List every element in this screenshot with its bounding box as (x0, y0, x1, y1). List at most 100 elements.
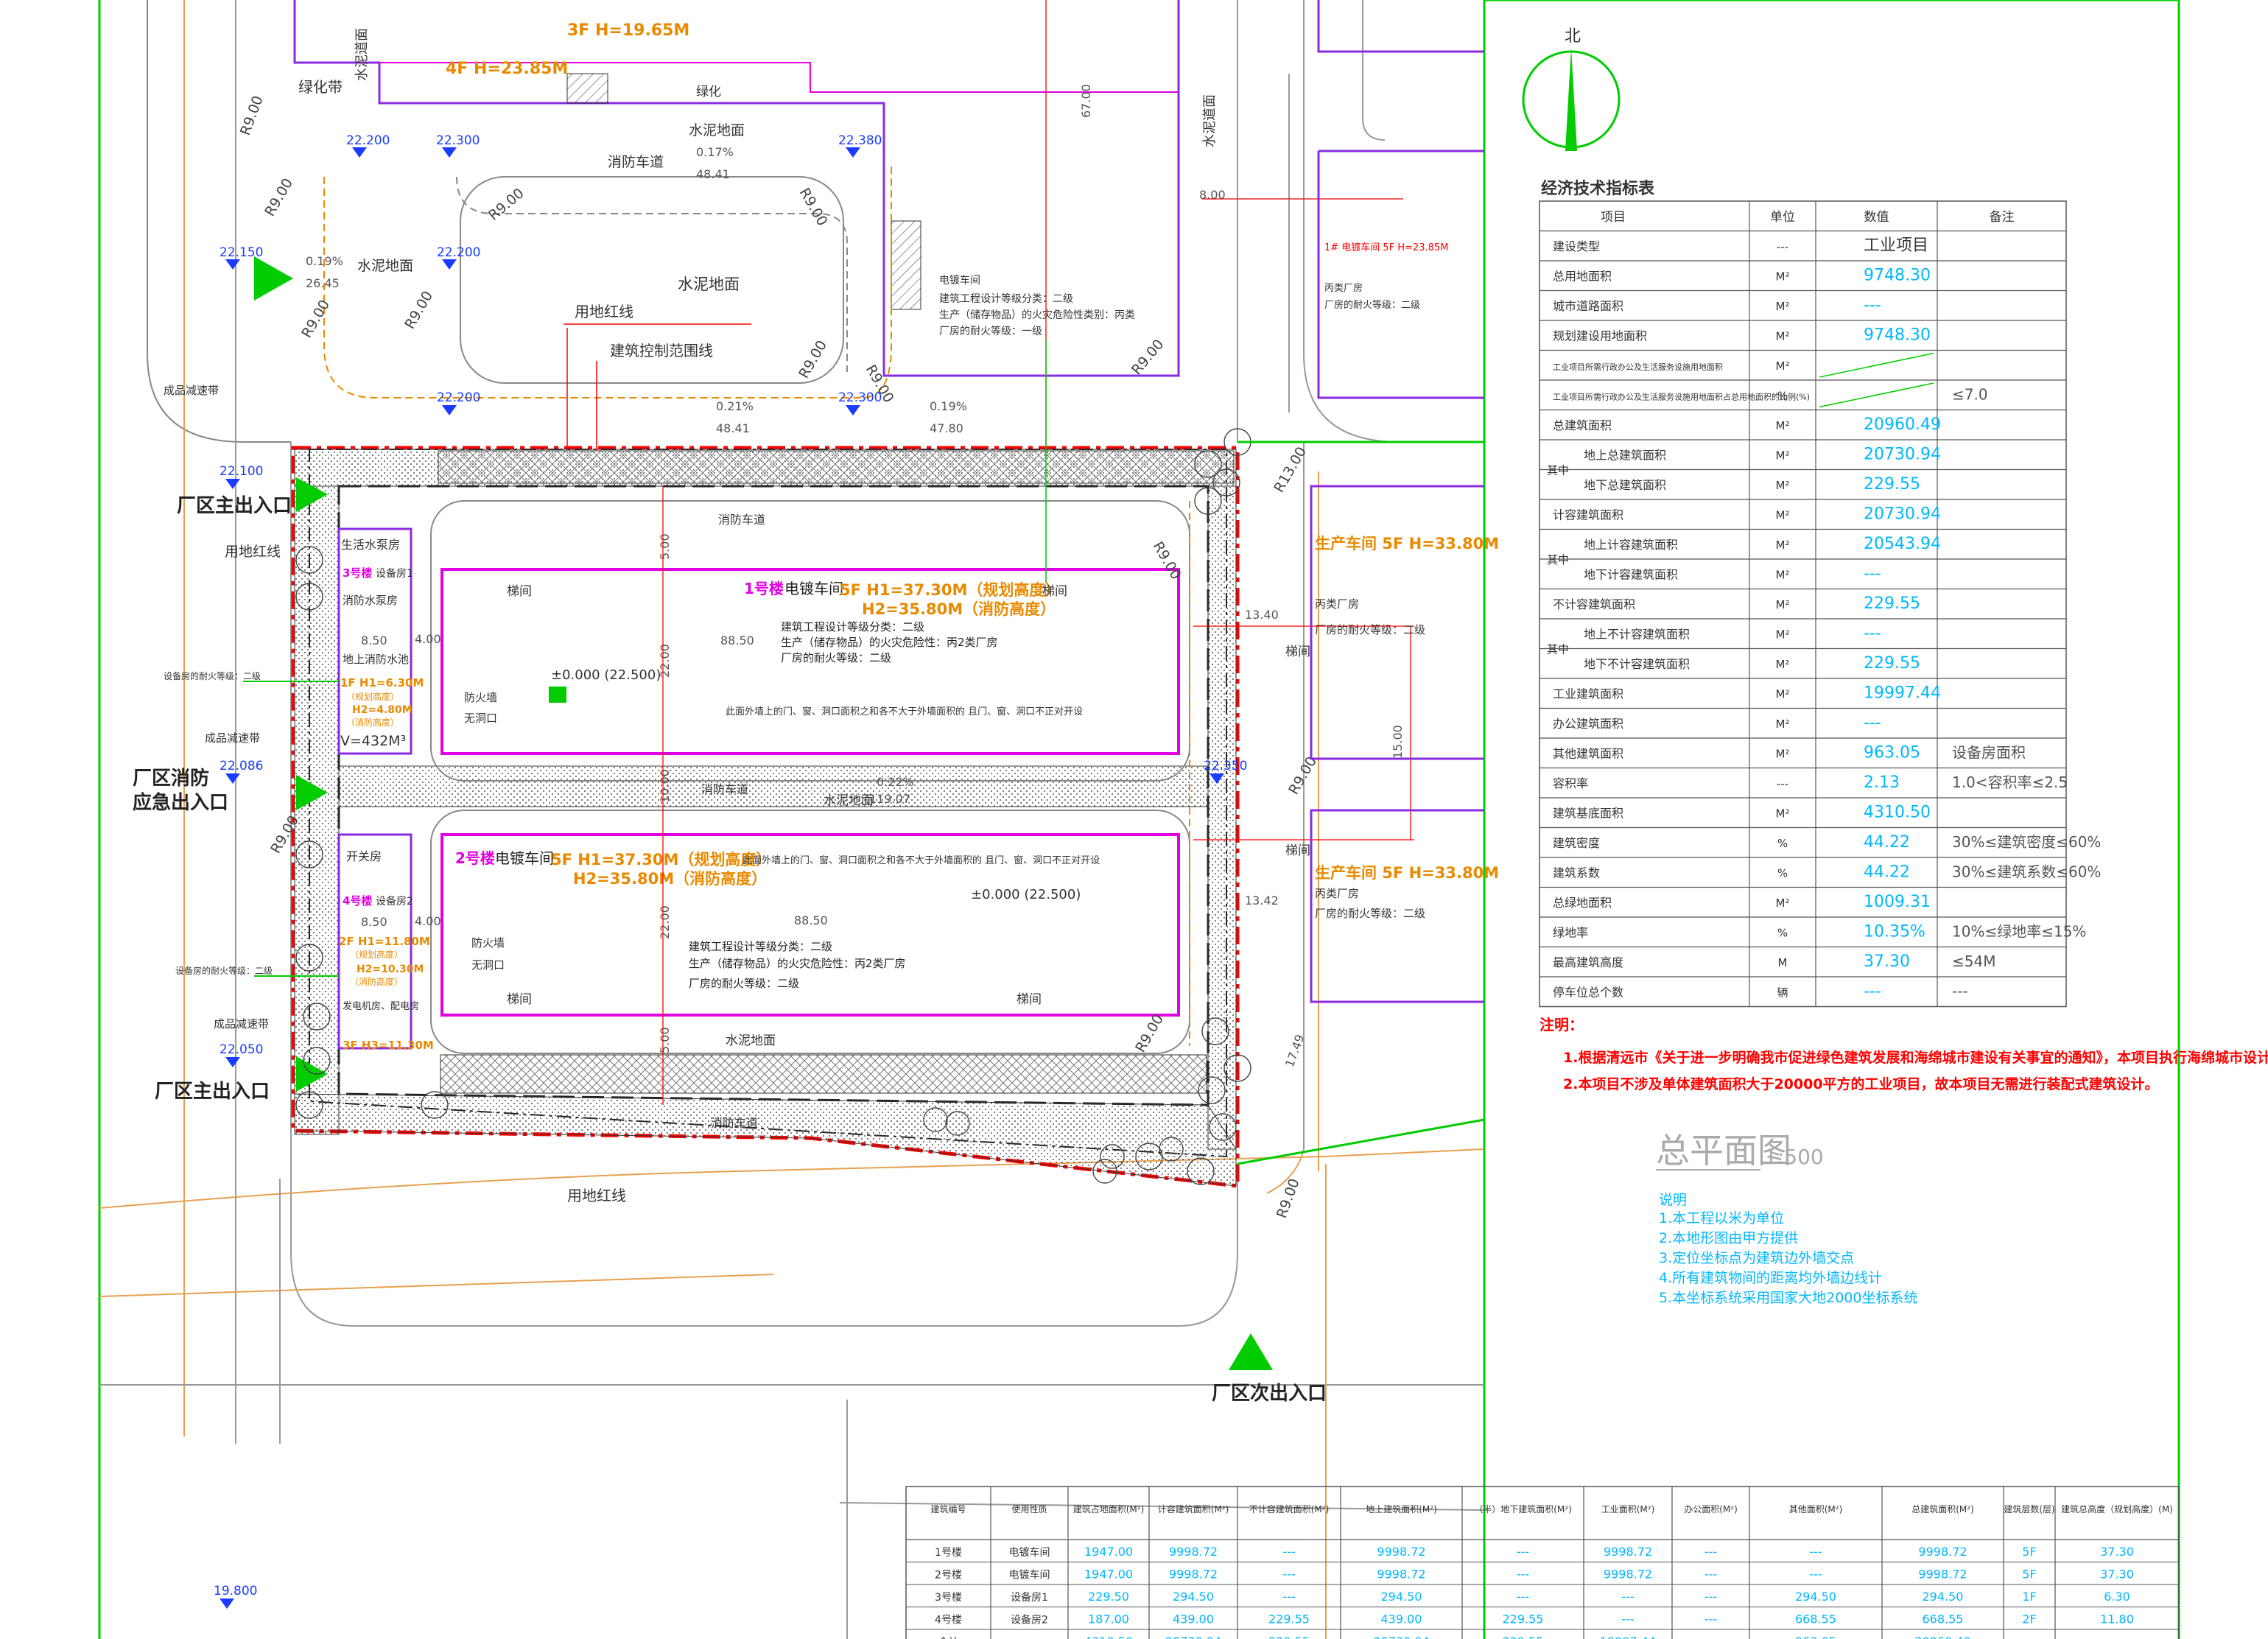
dim-500-b: 5.00 (658, 1027, 672, 1053)
econ-item: 地上总建筑面积 (1584, 448, 1666, 462)
bottom-cell: 19997.44 (1600, 1635, 1656, 1639)
bottom-cell: --- (1704, 1568, 1717, 1582)
dim-2200-a: 22.00 (658, 644, 672, 678)
bottom-cell: --- (1517, 1545, 1529, 1559)
cement-ground-3: 水泥地面 (357, 258, 413, 274)
econ-value: --- (1864, 564, 1881, 583)
radius-3: R9.00 (298, 297, 333, 340)
north-factory-notes-2: 建筑工程设计等级分类：二级 (939, 292, 1073, 305)
econ-unit: M² (1776, 568, 1790, 581)
building-4-height-1b: （规划高度） (350, 949, 403, 960)
dim-8850-a: 88.50 (720, 634, 754, 647)
econ-header-0: 项目 (1601, 210, 1626, 225)
econ-header-1: 单位 (1770, 210, 1795, 225)
econ-group: 其中 (1547, 553, 1569, 566)
econ-value: 4310.50 (1864, 803, 1931, 821)
econ-item: 其他建筑面积 (1553, 746, 1623, 760)
sheet-frame (98, 0, 2180, 1639)
econ-item: 工业建筑面积 (1553, 687, 1623, 701)
building-3-height-1b: （规划高度） (346, 691, 399, 702)
bottom-cell: --- (2023, 1635, 2035, 1639)
bottom-cell: 668.55 (1795, 1612, 1836, 1626)
green-belt-label: 绿化带 (298, 78, 343, 96)
north-factory-l2: 厂房的耐火等级：二级 (1324, 299, 1420, 311)
econ-value: 19997.44 (1864, 684, 1941, 702)
radius-9: R9.00 (1128, 337, 1168, 379)
bottom-cell: 1947.00 (1084, 1568, 1133, 1582)
bottom-cell: 9998.72 (1169, 1545, 1218, 1559)
slope-ramp-2: 成品减速带 (205, 731, 260, 745)
site-labels: 水泥地面 水泥地面 水泥地面 水泥地面 水泥地面 消防车道 消防车道 消防车道 … (164, 94, 1218, 1204)
econ-value: 229.55 (1864, 594, 1920, 613)
pump-room-label: 生活水泵房 (341, 538, 400, 552)
econ-note: ≤7.0 (1952, 385, 1988, 403)
bottom-cell: 4310.50 (1084, 1635, 1133, 1639)
bottom-cell: 294.50 (1795, 1590, 1836, 1604)
bottom-cell: 6.30 (2104, 1590, 2130, 1604)
building-1-tag: 1号楼 (744, 580, 784, 597)
radius-2: R9.00 (261, 175, 296, 219)
east2-l1: 丙类厂房 (1315, 887, 1359, 900)
econ-header-2: 数值 (1864, 210, 1889, 225)
econ-value: 9748.30 (1864, 266, 1931, 284)
dim-400-b: 4.00 (415, 914, 441, 928)
fire-entrance-label-2: 应急出入口 (133, 791, 228, 814)
econ-value: --- (1864, 296, 1881, 315)
note-1: 1.根据清远市《关于进一步明确我市促进绿色建筑发展和海绵城市建设有关事宜的通知》… (1563, 1049, 2268, 1066)
econ-unit: --- (1777, 240, 1788, 253)
building-4-height-2: H2=10.30M (357, 964, 424, 975)
bottom-cell: --- (1621, 1590, 1634, 1604)
dim-800: 8.00 (1199, 188, 1226, 202)
cement-ground-4: 水泥地面 (824, 793, 874, 808)
dim-4780: 47.80 (930, 421, 963, 435)
elev-22380: 22.380 (838, 133, 882, 148)
econ-unit: M² (1776, 628, 1790, 641)
econ-value: 20960.49 (1864, 415, 1941, 434)
radius-1: R9.00 (237, 94, 267, 138)
east1-stair: 梯间 (1285, 645, 1310, 659)
elev-22200-a: 22.200 (346, 133, 390, 148)
bottom-cell: --- (1517, 1568, 1529, 1582)
building-1-elevation: ±0.000 (22.500) (551, 667, 661, 683)
econ-item: 地上计容建筑面积 (1584, 538, 1678, 552)
slope-021: 0.21% (716, 399, 754, 413)
north-factory-notes-1: 电镀车间 (939, 274, 980, 287)
switch-room-label: 开关房 (346, 849, 382, 863)
fire-lane-1: 消防车道 (608, 154, 664, 170)
dim-1342: 13.42 (1245, 894, 1279, 908)
bottom-header-2: 建筑占地面积(M²) (1073, 1503, 1145, 1515)
main-entrance-top-label: 厂区主出入口 (177, 495, 292, 517)
building-3-fire-level: 设备房的耐火等级：二级 (164, 670, 261, 681)
econ-unit: M² (1776, 538, 1790, 552)
radius-12: R9.00 (1132, 1011, 1167, 1055)
econ-unit: % (1777, 389, 1788, 402)
elev-22200-c: 22.200 (437, 390, 480, 405)
bottom-header-3: 计容建筑面积(M²) (1158, 1503, 1229, 1515)
bottom-cell: --- (1809, 1545, 1822, 1559)
redline-label-3: 用地红线 (567, 1187, 626, 1204)
fire-lane-4: 消防车道 (711, 1116, 758, 1130)
building-2-height-2: H2=35.80M（消防高度） (573, 870, 767, 888)
elevation-marks: 22.200 22.300 22.380 22.150 22.200 22.20… (214, 133, 1247, 1598)
remark-item: 5.本坐标系统采用国家大地2000坐标系统 (1659, 1290, 1917, 1306)
remarks-title: 说明 (1659, 1192, 1687, 1208)
elevation-triangles (220, 147, 1224, 1609)
bottom-header-7: 工业面积(M²) (1601, 1504, 1655, 1515)
building-3-height-1: 1F H1=6.30M (340, 676, 424, 689)
radius-6: R9.00 (796, 186, 831, 229)
building-1-wall-note: 此面外墙上的门、窗、洞口面积之和各不大于外墙面积的 且门、窗、洞口不正对开设 (726, 706, 1083, 717)
bottom-cell: 229.50 (1088, 1590, 1129, 1604)
econ-value: 37.30 (1864, 952, 1910, 971)
north-factory-title: 1# 电镀车间 5F H=23.85M (1324, 242, 1448, 253)
fire-lane-3: 消防车道 (718, 513, 765, 527)
dim-1340: 13.40 (1245, 608, 1279, 622)
econ-item: 停车位总个数 (1553, 985, 1623, 999)
econ-unit: % (1777, 866, 1788, 880)
building-1-no-opening: 无洞口 (464, 712, 497, 725)
econ-value: 20730.94 (1864, 445, 1941, 463)
bottom-cell: --- (1517, 1590, 1529, 1604)
building-3-height-2b: （消防高度） (346, 717, 399, 728)
building-1-height-1: 5F H1=37.30M（规划高度） (840, 581, 1060, 599)
bottom-cell: --- (1704, 1635, 1717, 1639)
bottom-cell: 2号楼 (935, 1570, 962, 1582)
